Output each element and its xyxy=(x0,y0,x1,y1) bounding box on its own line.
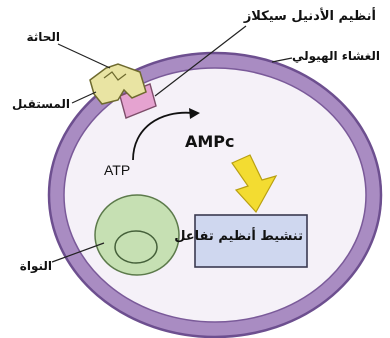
receptor-label: المستقبل xyxy=(12,97,70,111)
hormone-pointer-line xyxy=(58,44,110,68)
membrane-label: الغشاء الهيولي xyxy=(292,49,380,64)
enzyme-label: أنظيم الأدنيل سيكلاز xyxy=(243,7,376,24)
membrane-pointer-line xyxy=(272,58,292,62)
nucleus-label: النواة xyxy=(20,259,52,274)
cytoplasm xyxy=(64,68,366,322)
hormone-label: الحاثة xyxy=(26,30,60,44)
activation-label: تنشيط أنظيم تفاعل xyxy=(174,227,303,244)
atp-label: ATP xyxy=(104,162,130,178)
nucleus xyxy=(95,195,179,275)
camp-label: AMPc xyxy=(185,132,235,151)
